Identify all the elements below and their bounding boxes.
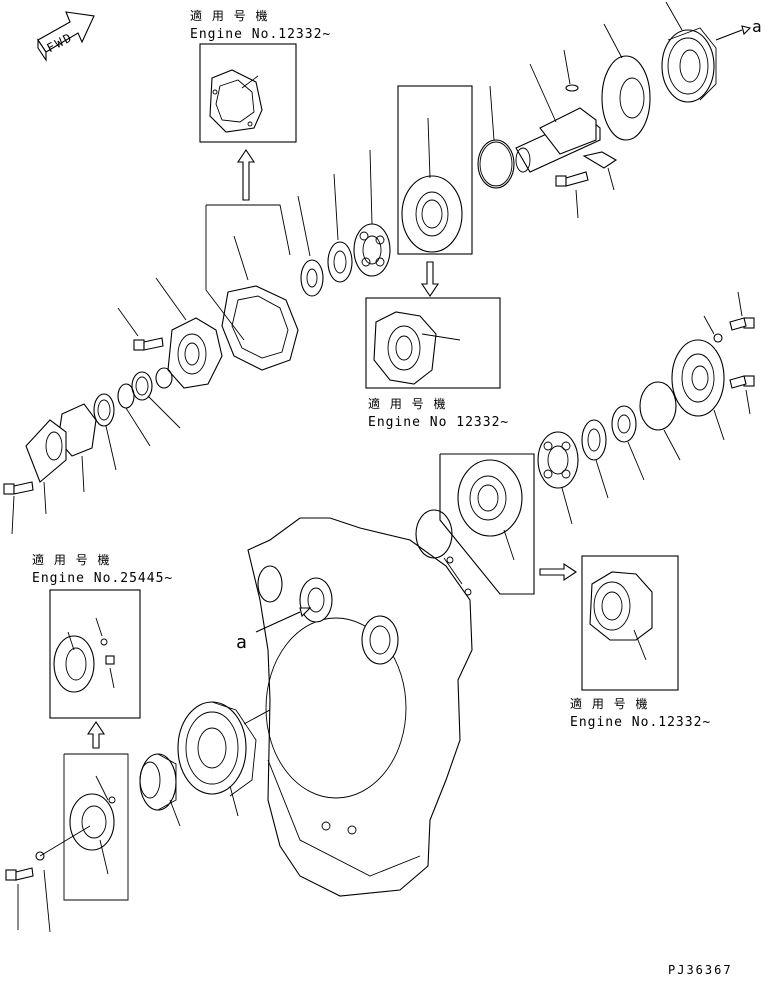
- bolt-left-upper-part: [117, 307, 164, 351]
- right-callout-box: [581, 555, 679, 691]
- left-lower-retainer-part: [69, 775, 116, 875]
- bushing-part: [139, 753, 181, 827]
- mid-applicable-label: 適 用 号 機: [368, 396, 448, 411]
- nut-part: [297, 195, 324, 297]
- lockwasher-part: [327, 173, 353, 283]
- seal-left-part: [93, 393, 117, 471]
- mid-callout-housing: [373, 311, 461, 385]
- right-arrow-icon: [539, 562, 577, 582]
- bolt-right-lower-part: [729, 375, 755, 415]
- retainer-box: [397, 85, 473, 255]
- retainer-part: [401, 117, 463, 253]
- cover-left-part: [25, 419, 67, 515]
- idler-gear-top-part: a: [661, 1, 763, 103]
- bearing-part: [353, 149, 391, 277]
- collar-left-part: [131, 371, 181, 429]
- lockplate-part: [582, 151, 618, 191]
- right-callout-part: [589, 571, 653, 661]
- flywheel-housing-part: [247, 517, 473, 897]
- oring-right-part: [639, 381, 681, 461]
- drawing-id: PJ36367: [668, 963, 733, 977]
- nut-right-part: [611, 405, 645, 481]
- reference-a-housing: a: [236, 632, 248, 653]
- mid-callout-box: [365, 297, 501, 389]
- top-applicable-label: 適 用 号 機: [190, 8, 270, 23]
- left-applicable-label: 適 用 号 機: [32, 552, 112, 567]
- bolt-top-part: [555, 171, 589, 219]
- up-arrow-icon: [86, 721, 106, 749]
- left-callout-part: [53, 617, 115, 693]
- snapring-left-part: [117, 383, 151, 447]
- bolt-left-bottom-part: [5, 825, 91, 933]
- gasket-part: [221, 235, 299, 371]
- left-engine-label: Engine No.25445~: [32, 571, 173, 586]
- shaft-part: [515, 49, 601, 173]
- pump-housing-part: [155, 277, 223, 389]
- up-arrow-icon: [236, 149, 256, 201]
- retainer-right-part: [457, 459, 523, 561]
- left-callout-box: [49, 589, 141, 719]
- gear-plate-part: [601, 23, 651, 141]
- lockwasher-right-part: [581, 419, 609, 499]
- mid-engine-label: Engine No 12332~: [368, 415, 509, 430]
- fwd-arrow-icon: FWD: [37, 11, 95, 62]
- oring-top-part: [477, 85, 515, 189]
- bearing-right-part: [537, 431, 579, 525]
- oring-left-part: [155, 367, 173, 389]
- bolt-right-upper-part: [703, 291, 755, 343]
- reference-a-housing-pointer: a: [236, 607, 312, 653]
- right-center-box: [439, 453, 535, 595]
- bolt-left-lower-part: [3, 481, 34, 535]
- bearing-housing-right-part: [671, 339, 725, 441]
- right-applicable-label: 適 用 号 機: [570, 696, 650, 711]
- top-engine-label: Engine No.12332~: [190, 27, 331, 42]
- top-callout-gasket: [209, 69, 263, 133]
- top-callout-box: [199, 43, 297, 143]
- down-arrow-icon: [420, 261, 440, 297]
- reference-a-top: a: [752, 17, 763, 36]
- right-engine-label: Engine No.12332~: [570, 715, 711, 730]
- oring-lower-part: [415, 509, 463, 585]
